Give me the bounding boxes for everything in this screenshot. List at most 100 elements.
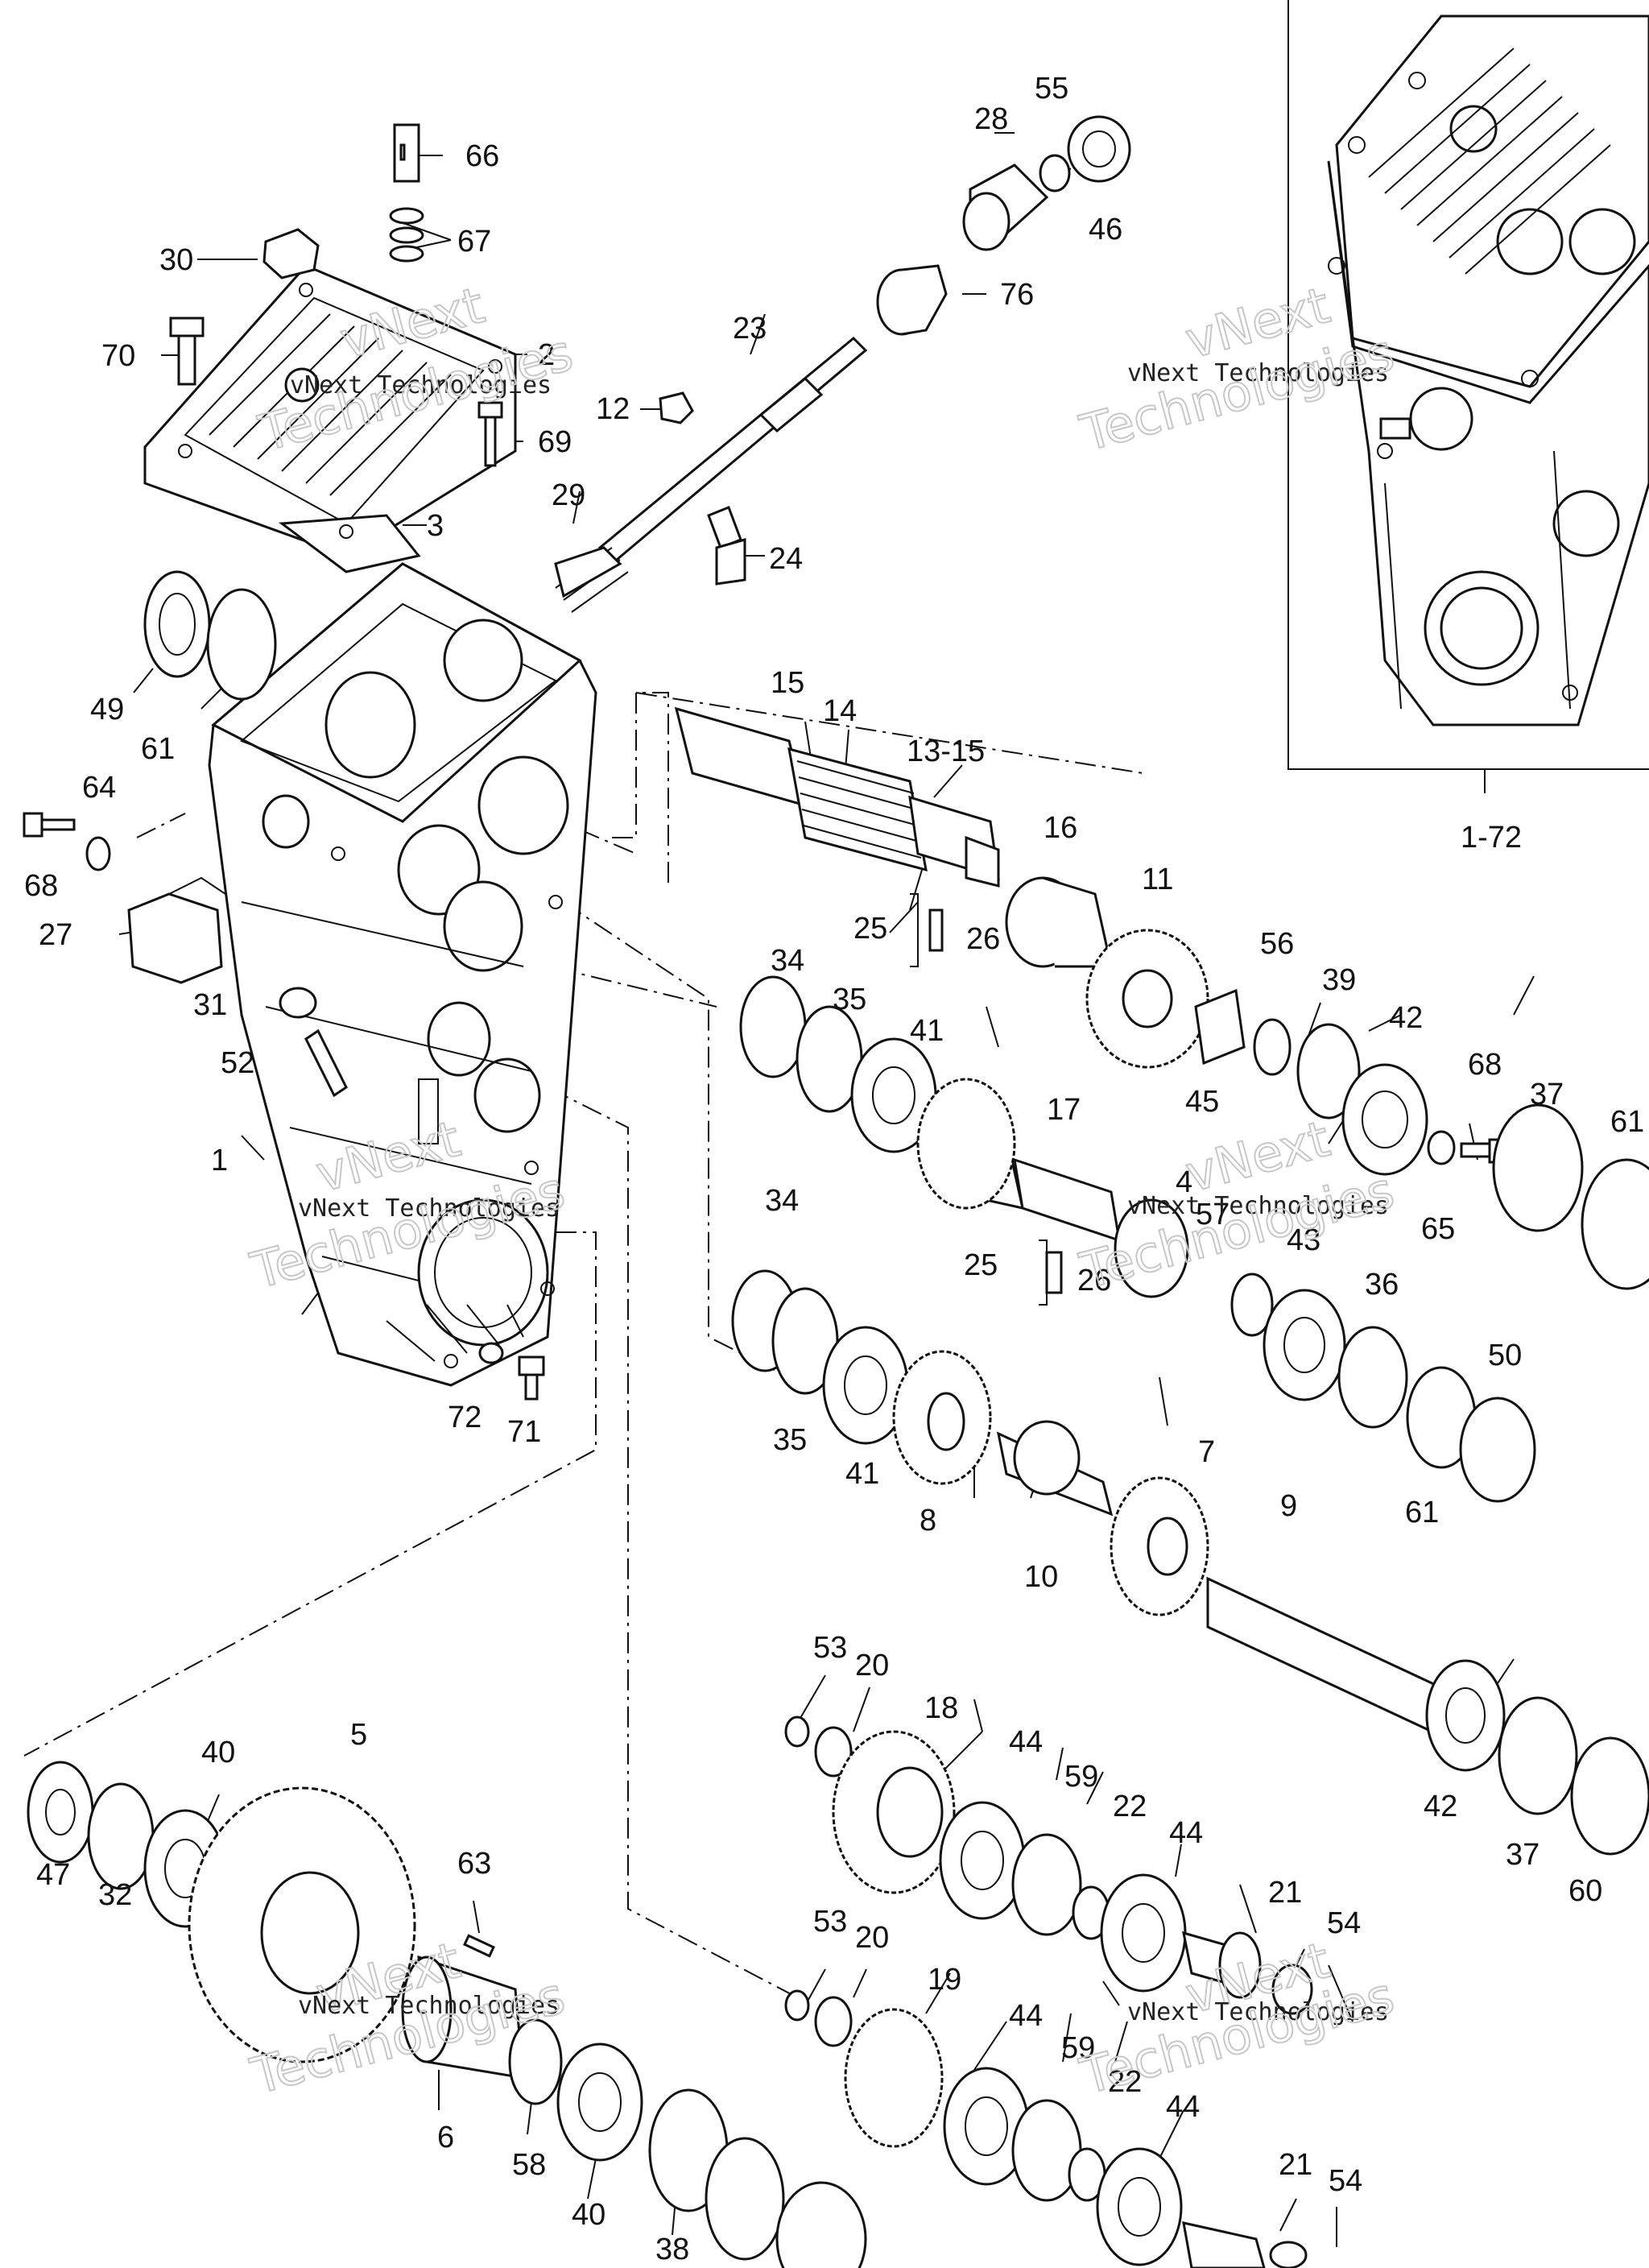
callout-53-upper: 53 — [813, 1631, 847, 1665]
middle-shaft-parts — [739, 975, 1536, 1503]
left-side-parts — [23, 570, 545, 1401]
callout-70: 70 — [101, 339, 135, 373]
watermark-small-text: vNext Technologies — [1127, 1192, 1389, 1220]
callout-37-lower: 37 — [1506, 1838, 1539, 1872]
gearbox-housing — [208, 562, 597, 1387]
callout-26-lower: 26 — [1077, 1264, 1111, 1297]
callout-26-upper: 26 — [966, 922, 1000, 956]
callout-2: 2 — [538, 338, 555, 372]
callout-54-upper: 54 — [1327, 1906, 1361, 1940]
callout-9: 9 — [1280, 1489, 1297, 1523]
callout-8: 8 — [920, 1504, 936, 1538]
callout-56: 56 — [1260, 927, 1294, 961]
callout-36: 36 — [1365, 1268, 1399, 1302]
callout-5: 5 — [350, 1718, 367, 1752]
callout-22-upper: 22 — [1113, 1790, 1147, 1823]
callout-54-lower: 54 — [1329, 2164, 1362, 2198]
callout-10: 10 — [1024, 1560, 1058, 1594]
callout-66: 66 — [465, 139, 499, 173]
callout-19: 19 — [928, 1963, 961, 1997]
callout-23: 23 — [733, 312, 767, 346]
callout-25-upper: 25 — [853, 912, 887, 946]
idler-gear-set-lower — [784, 1989, 1308, 2268]
input-shaft-assembly — [674, 706, 1000, 888]
callout-21-lower: 21 — [1279, 2148, 1312, 2182]
watermark-small-text: vNext Technologies — [298, 1194, 560, 1223]
callout-11: 11 — [1142, 863, 1173, 896]
callout-50: 50 — [1488, 1339, 1522, 1372]
callout-59-lower: 59 — [1061, 2031, 1095, 2065]
callout-3: 3 — [427, 509, 444, 543]
callout-25-lower: 25 — [964, 1248, 998, 1282]
callout-42-lower: 42 — [1424, 1790, 1457, 1823]
callout-46: 46 — [1089, 213, 1122, 246]
callout-35-upper: 35 — [833, 983, 866, 1016]
callout-68-left: 68 — [24, 869, 58, 903]
callout-29: 29 — [552, 478, 585, 512]
callout-41-upper: 41 — [910, 1014, 944, 1048]
callout-35-lower: 35 — [773, 1423, 807, 1457]
top-cover-assembly — [143, 123, 694, 573]
callout-53-lower: 53 — [813, 1905, 847, 1939]
callout-59-upper: 59 — [1064, 1760, 1098, 1794]
callout-76: 76 — [1000, 278, 1034, 312]
callout-61: 61 — [141, 732, 175, 766]
lower-shaft-parts — [731, 1269, 1649, 1856]
callout-71: 71 — [507, 1415, 541, 1449]
callout-40-upper: 40 — [201, 1736, 235, 1769]
callout-7: 7 — [1198, 1435, 1215, 1469]
callout-44-c: 44 — [1009, 1999, 1043, 2033]
callout-41-lower: 41 — [845, 1457, 879, 1491]
callout-49: 49 — [90, 693, 124, 726]
shift-rod-assembly — [554, 115, 1131, 613]
upper-shaft-parts — [910, 876, 1649, 1290]
callout-63: 63 — [457, 1847, 491, 1881]
callout-40-lower: 40 — [572, 2198, 605, 2232]
callout-20-upper: 20 — [855, 1649, 889, 1682]
callout-68-right: 68 — [1468, 1048, 1502, 1082]
callout-43: 43 — [1287, 1223, 1320, 1257]
callout-14: 14 — [823, 694, 857, 728]
callout-34-upper: 34 — [771, 944, 804, 978]
callout-16: 16 — [1044, 811, 1077, 845]
callout-28: 28 — [974, 102, 1008, 136]
callout-13-15: 13-15 — [907, 735, 985, 768]
callout-52: 52 — [221, 1046, 254, 1080]
output-gear-set — [27, 1761, 867, 2268]
callout-44-d: 44 — [1166, 2090, 1200, 2124]
callout-57: 57 — [1196, 1198, 1230, 1231]
assembly-lines — [23, 692, 1144, 1998]
callout-17: 17 — [1047, 1093, 1081, 1127]
callout-45: 45 — [1185, 1085, 1219, 1119]
callout-42-upper: 42 — [1389, 1001, 1423, 1035]
callout-6: 6 — [437, 2121, 454, 2154]
callout-61-upper: 61 — [1610, 1105, 1644, 1139]
callout-32: 32 — [98, 1878, 132, 1912]
callout-47: 47 — [36, 1858, 70, 1892]
callout-15: 15 — [771, 666, 804, 700]
callout-21-upper: 21 — [1268, 1876, 1302, 1910]
callout-44-a: 44 — [1009, 1725, 1043, 1759]
callout-4: 4 — [1176, 1165, 1192, 1199]
callout-37-upper: 37 — [1530, 1078, 1564, 1111]
callout-27: 27 — [39, 918, 72, 952]
inset-label: 1-72 — [1461, 821, 1522, 855]
callout-1: 1 — [211, 1144, 228, 1177]
callout-24: 24 — [769, 542, 803, 576]
callout-31: 31 — [193, 988, 227, 1022]
callout-39: 39 — [1322, 963, 1356, 997]
callout-38: 38 — [655, 2233, 689, 2266]
callout-65: 65 — [1421, 1212, 1455, 1246]
callout-22-lower: 22 — [1108, 2065, 1142, 2099]
callout-labels: 66 67 30 70 2 69 3 28 55 46 76 23 12 29 … — [24, 72, 1644, 2266]
watermark-small-text: vNext Technologies — [1127, 359, 1389, 387]
watermark-small-text: vNext Technologies — [298, 1992, 560, 2020]
callout-44-b: 44 — [1169, 1816, 1203, 1850]
watermark-small-text: vNext Technologies — [290, 371, 552, 399]
callout-18: 18 — [924, 1691, 958, 1725]
callout-55: 55 — [1035, 72, 1068, 106]
callout-67: 67 — [457, 225, 491, 259]
callout-34-lower: 34 — [765, 1184, 799, 1218]
callout-72: 72 — [448, 1401, 481, 1434]
